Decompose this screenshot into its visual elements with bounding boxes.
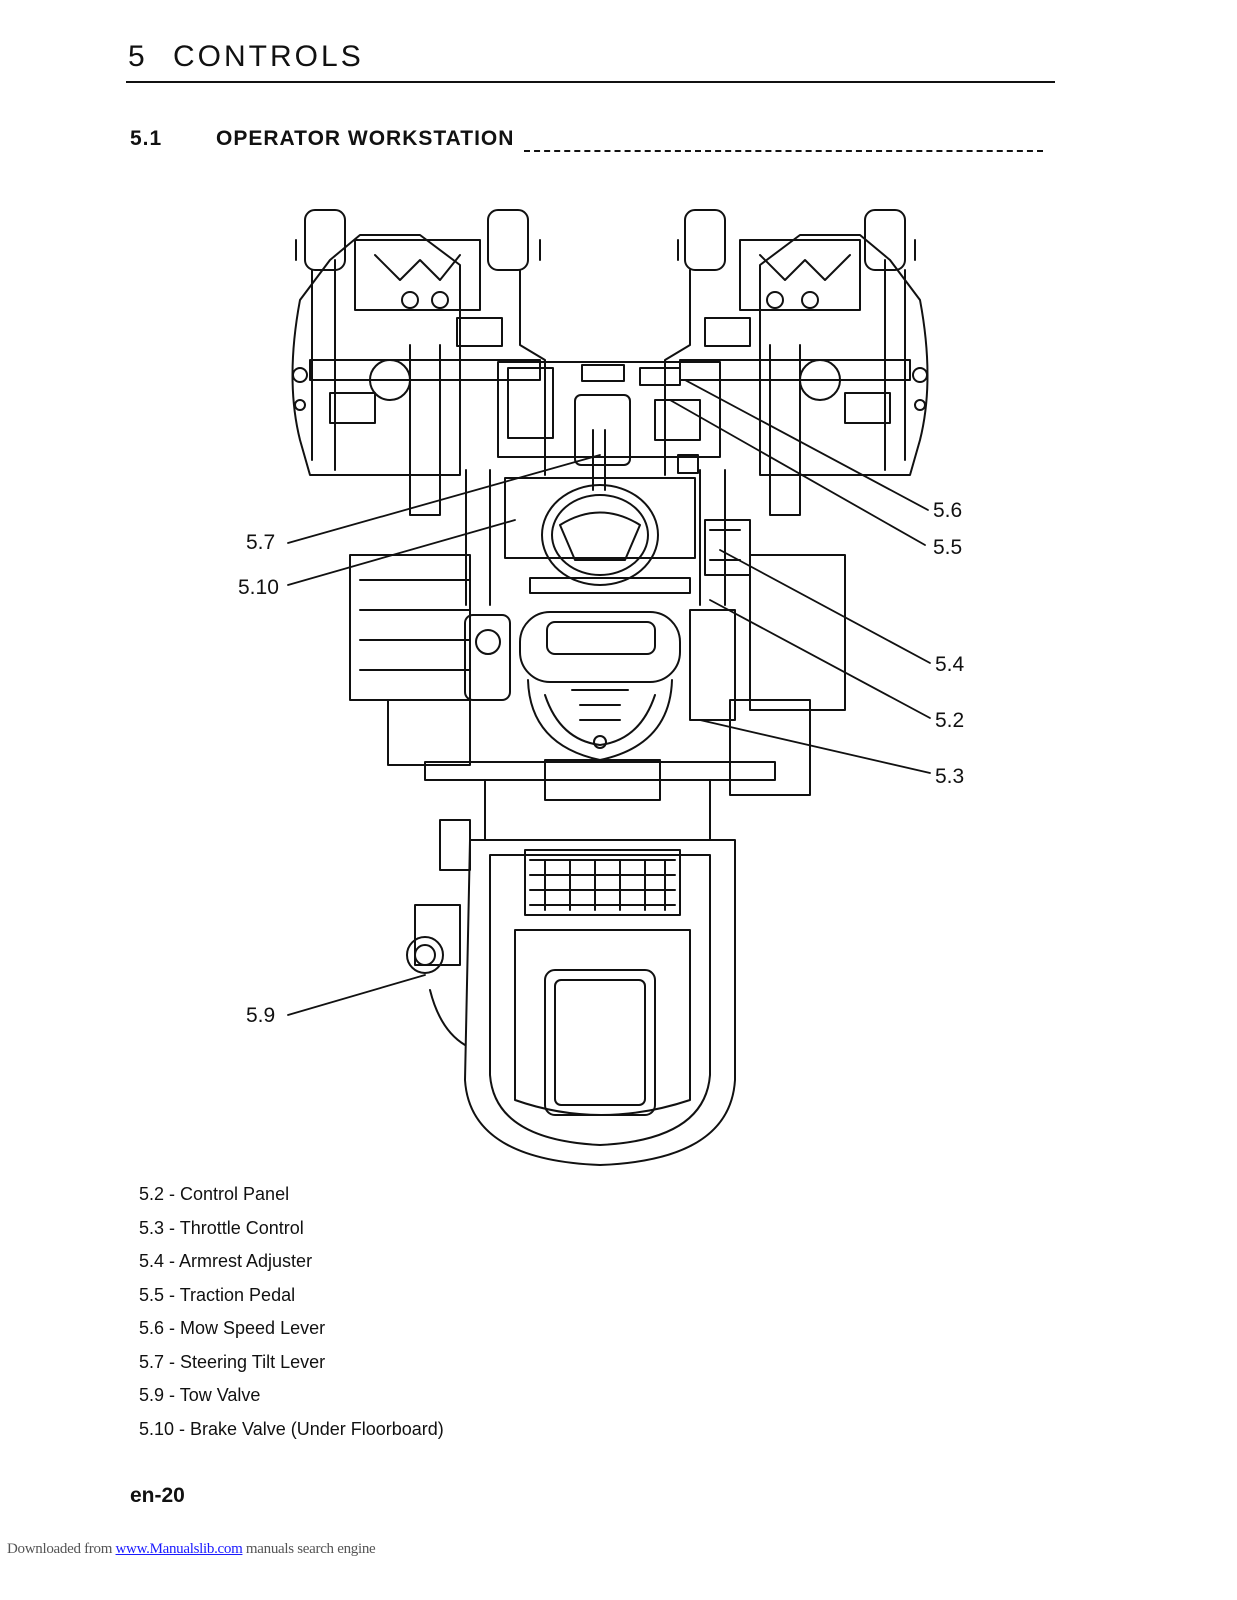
manualslib-link[interactable]: www.Manualslib.com	[115, 1541, 243, 1557]
operator-workstation-diagram	[287, 209, 931, 1166]
left-mower-deck	[291, 209, 546, 516]
legend-item: 5.7 - Steering Tilt Lever	[139, 1351, 326, 1372]
legend-item: 5.2 - Control Panel	[139, 1184, 290, 1204]
footer-suffix: manuals search engine	[242, 1541, 376, 1557]
callout-5-9: 5.9	[246, 1004, 276, 1027]
callout-5-7: 5.7	[246, 531, 276, 554]
callout-5-10: 5.10	[238, 576, 279, 599]
engine-hood	[464, 839, 736, 1166]
callout-5-5: 5.5	[933, 536, 963, 559]
legend-item: 5.9 - Tow Valve	[139, 1385, 261, 1405]
chapter-rule	[126, 81, 1055, 83]
front-panel	[497, 361, 721, 474]
section-title: OPERATOR WORKSTATION	[216, 127, 515, 150]
legend-item: 5.6 - Mow Speed Lever	[139, 1318, 326, 1338]
cross-bar	[424, 759, 776, 841]
legend-item: 5.3 - Throttle Control	[139, 1217, 304, 1238]
tow-valve-assembly	[406, 819, 471, 1046]
page-number: en-20	[130, 1484, 185, 1507]
callout-5-6: 5.6	[933, 499, 963, 522]
download-footer: Downloaded from www.Manualslib.com manua…	[7, 1541, 376, 1558]
section-underline	[524, 150, 1043, 152]
section-number: 5.1	[130, 127, 163, 150]
right-mower-deck	[664, 209, 929, 516]
chapter-heading: 5 CONTROLS	[128, 40, 364, 73]
legend-item: 5.4 - Armrest Adjuster	[139, 1251, 313, 1271]
legend-item: 5.5 - Traction Pedal	[139, 1284, 296, 1305]
legend-list: 5.2 - Control Panel 5.3 - Throttle Contr…	[139, 1182, 444, 1450]
callout-5-3: 5.3	[935, 765, 965, 788]
callout-5-2: 5.2	[935, 709, 965, 732]
footer-prefix: Downloaded from	[7, 1541, 116, 1557]
legend-item: 5.10 - Brake Valve (Under Floorboard)	[139, 1418, 444, 1439]
operator-seat	[464, 519, 751, 761]
leader-lines	[287, 379, 931, 1016]
callout-5-4: 5.4	[935, 653, 965, 676]
